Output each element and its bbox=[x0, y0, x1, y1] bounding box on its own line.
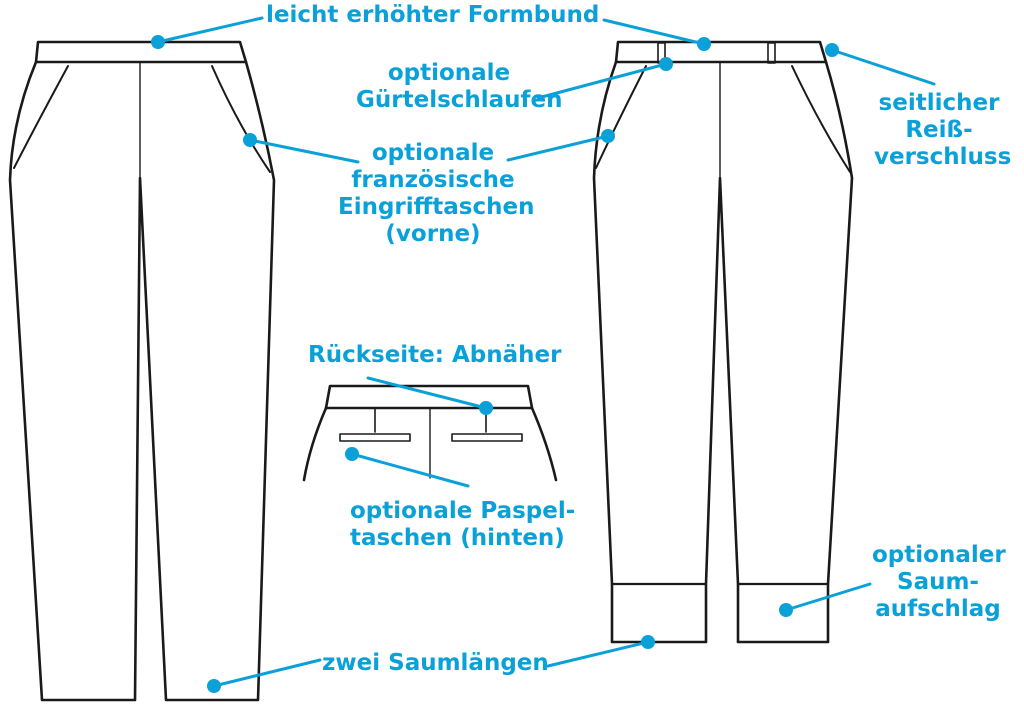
callout-dots bbox=[151, 35, 839, 693]
label-waistband: leicht erhöhter Formbund bbox=[266, 2, 600, 29]
right-trouser-outline bbox=[592, 40, 854, 644]
label-front-pockets-line-1: optionale bbox=[371, 140, 495, 166]
label-hem-cuff-line-3: aufschlag bbox=[875, 596, 1001, 622]
dot-back-dart bbox=[479, 401, 493, 415]
label-belt-loops-line-2: Gürtelschlaufen bbox=[356, 87, 563, 113]
dot-hem-right bbox=[641, 635, 655, 649]
label-side-zipper: seitlicher Reiß- verschluss bbox=[874, 90, 1012, 171]
left-trouser-outline bbox=[8, 40, 276, 702]
label-hem-cuff: optionaler Saum- aufschlag bbox=[872, 542, 1006, 623]
back-detail-outline bbox=[302, 384, 558, 482]
label-side-zipper-line-2: Reiß- bbox=[905, 117, 973, 143]
label-welt-pockets: optionale Paspel- taschen (hinten) bbox=[350, 498, 576, 552]
label-side-zipper-line-1: seitlicher bbox=[878, 90, 1000, 116]
dot-waistband-left bbox=[151, 35, 165, 49]
label-welt-pockets-line-1: optionale Paspel- bbox=[350, 498, 576, 524]
label-front-pockets-line-3: Eingrifftaschen bbox=[338, 194, 535, 220]
dot-hem-cuff bbox=[779, 603, 793, 617]
dot-front-pocket-left bbox=[243, 133, 257, 147]
label-hem-cuff-line-1: optionaler bbox=[872, 542, 1006, 568]
label-waistband-text: leicht erhöhter Formbund bbox=[266, 2, 600, 28]
dot-welt-pocket bbox=[345, 447, 359, 461]
label-hem-lengths: zwei Saumlängen bbox=[322, 650, 549, 677]
dot-hem-left bbox=[207, 679, 221, 693]
label-front-pockets-line-2: französische bbox=[351, 167, 515, 193]
label-belt-loops: optionale Gürtelschlaufen bbox=[356, 60, 563, 114]
label-back-darts-text: Rückseite: Abnäher bbox=[308, 342, 562, 368]
label-side-zipper-line-3: verschluss bbox=[874, 144, 1012, 170]
dot-front-pocket-right bbox=[601, 129, 615, 143]
label-back-darts: Rückseite: Abnäher bbox=[308, 342, 562, 369]
dot-waistband-right bbox=[697, 37, 711, 51]
label-front-pockets-line-4: (vorne) bbox=[385, 221, 481, 247]
label-hem-cuff-line-2: Saum- bbox=[897, 569, 979, 595]
label-welt-pockets-line-2: taschen (hinten) bbox=[350, 525, 565, 551]
label-hem-lengths-text: zwei Saumlängen bbox=[322, 650, 549, 676]
label-front-pockets: optionale französische Eingrifftaschen (… bbox=[338, 140, 535, 248]
label-belt-loops-line-1: optionale bbox=[387, 60, 511, 86]
callout-lines bbox=[156, 16, 936, 688]
dot-side-zipper bbox=[825, 43, 839, 57]
dot-belt-loop bbox=[659, 57, 673, 71]
